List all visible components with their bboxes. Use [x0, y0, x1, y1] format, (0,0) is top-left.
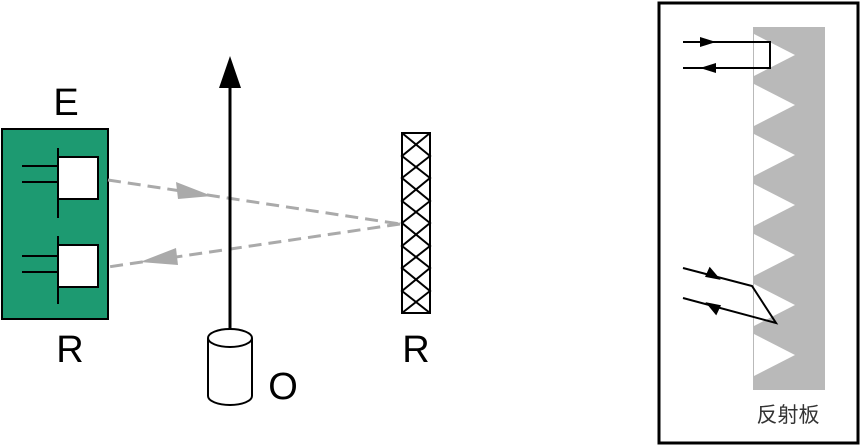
reflected-ray-top [683, 37, 771, 73]
reflector [400, 132, 432, 314]
object-motion-arrow [219, 56, 241, 332]
object-cylinder [207, 328, 253, 406]
object-arrow-head [219, 56, 241, 88]
emitter-element [22, 148, 99, 218]
receiver-element [22, 236, 99, 304]
return-beam-arrow [140, 248, 178, 265]
reflector-panel-caption: 反射板 [757, 403, 820, 427]
receiver-label: R [56, 329, 83, 371]
sensor-unit [1, 128, 109, 320]
reflector-detail-panel [657, 1, 860, 445]
outgoing-beam-arrow [176, 182, 212, 199]
outgoing-beam [107, 178, 401, 226]
reflector-label: R [402, 329, 429, 371]
emitter-label: E [53, 82, 78, 124]
prism-teeth [754, 34, 795, 376]
light-beams [107, 178, 401, 269]
reflected-ray-angled [682, 266, 779, 325]
object-label: O [268, 366, 298, 408]
